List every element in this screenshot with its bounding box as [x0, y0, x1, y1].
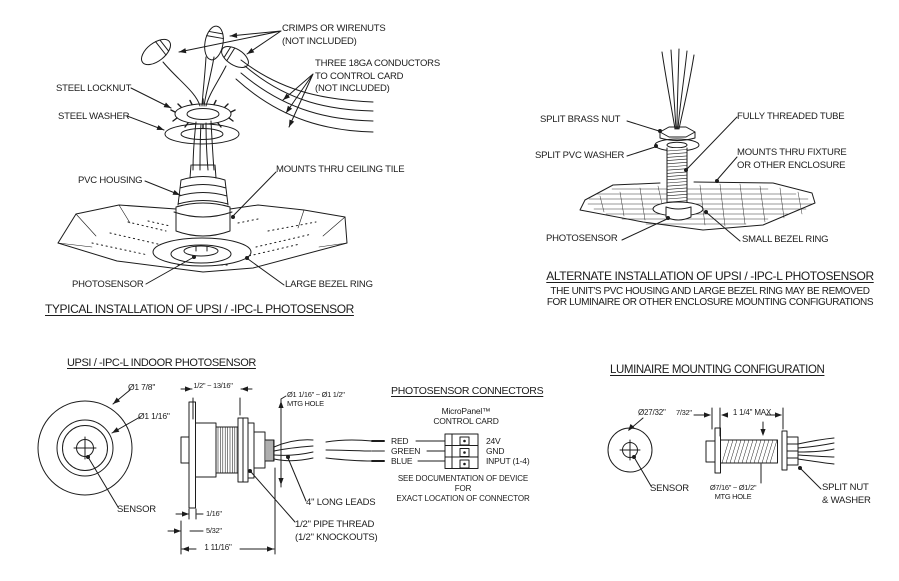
terminal-input: INPUT (1-4) [486, 456, 530, 466]
luminaire-mounting-title: LUMINAIRE MOUNTING CONFIGURATION [610, 364, 825, 376]
step-dim: 5/32" [206, 526, 222, 535]
inner-diameter-dim: Ø1 1/16" [138, 411, 170, 421]
mounts-fixture-label: MOUNTS THRU FIXTURE OR OTHER ENCLOSURE [737, 147, 847, 171]
wire-color-blue: BLUE [391, 456, 413, 466]
mounts-ceiling-label: MOUNTS THRU CEILING TILE [276, 164, 405, 175]
indoor-photosensor-art [37, 388, 385, 555]
alternate-installation-note: THE UNIT'S PVC HOUSING AND LARGE BEZEL R… [546, 286, 874, 308]
control-card-label: MicroPanel™ CONTROL CARD [433, 406, 499, 426]
fully-threaded-tube-label: FULLY THREADED TUBE [737, 111, 845, 122]
protrusion-range-dim: 1/2" ~ 13/16" [193, 381, 233, 390]
wire-color-green: GREEN [391, 446, 421, 456]
outer-diameter-dim: Ø1 7/8" [128, 382, 156, 392]
mtg-hole-dim-luminaire: Ø7/16" ~ Ø1/2" MTG HOLE [709, 483, 757, 501]
connectors-note: SEE DOCUMENTATION OF DEVICE FOR EXACT LO… [396, 474, 530, 503]
alternate-installation-title: ALTERNATE INSTALLATION OF UPSI / -IPC-L … [546, 269, 874, 283]
pipe-thread-label: 1/2" PIPE THREAD (1/2" KNOCKOUTS) [295, 519, 378, 543]
terminal-24v: 24V [486, 436, 501, 446]
conductors-label: THREE 18GA CONDUCTORS TO CONTROL CARD (N… [315, 58, 440, 94]
flange-thickness-dim: 1/16" [206, 509, 222, 518]
mtg-hole-dim-indoor: Ø1 1/16" ~ Ø1 1/2" MTG HOLE [287, 390, 345, 408]
photosensor-label-typical: PHOTOSENSOR [72, 279, 144, 290]
flange-offset-dim: 7/32" [676, 408, 692, 417]
indoor-photosensor-title: UPSI / -IPC-L INDOOR PHOTOSENSOR [67, 357, 256, 369]
sensor-label-indoor: SENSOR [117, 504, 156, 515]
large-bezel-ring-label: LARGE BEZEL RING [285, 279, 373, 290]
crimps-label: CRIMPS OR WIRENUTS (NOT INCLUDED) [282, 23, 386, 47]
typical-installation-title: TYPICAL INSTALLATION OF UPSI / -IPC-L PH… [45, 302, 354, 316]
connectors-title: PHOTOSENSOR CONNECTORS [391, 385, 544, 397]
long-leads-label: 4" LONG LEADS [306, 497, 376, 508]
alternate-installation-art [579, 48, 816, 242]
terminal-gnd: GND [486, 446, 505, 456]
connectors-art [415, 433, 479, 469]
typical-installation-art [57, 25, 374, 286]
arrowheads [112, 32, 782, 552]
split-brass-nut-label: SPLIT BRASS NUT [540, 114, 621, 125]
overall-length-dim: 1 11/16" [204, 543, 232, 552]
small-bezel-ring-label: SMALL BEZEL RING [742, 234, 829, 245]
pvc-housing-label: PVC HOUSING [78, 175, 143, 186]
steel-locknut-label: STEEL LOCKNUT [56, 83, 132, 94]
steel-washer-label: STEEL WASHER [58, 111, 130, 122]
split-pvc-washer-label: SPLIT PVC WASHER [535, 150, 625, 161]
sensor-diameter-dim: Ø27/32" [638, 408, 666, 417]
photosensor-label-alternate: PHOTOSENSOR [546, 233, 618, 244]
wire-color-red: RED [391, 436, 409, 446]
leader-dots [86, 129, 802, 473]
sensor-label-luminaire: SENSOR [650, 483, 689, 494]
split-nut-washer-label: SPLIT NUT & WASHER [822, 482, 871, 506]
luminaire-mounting-art [607, 407, 835, 490]
max-thickness-dim: 1 1/4" MAX [732, 408, 772, 417]
